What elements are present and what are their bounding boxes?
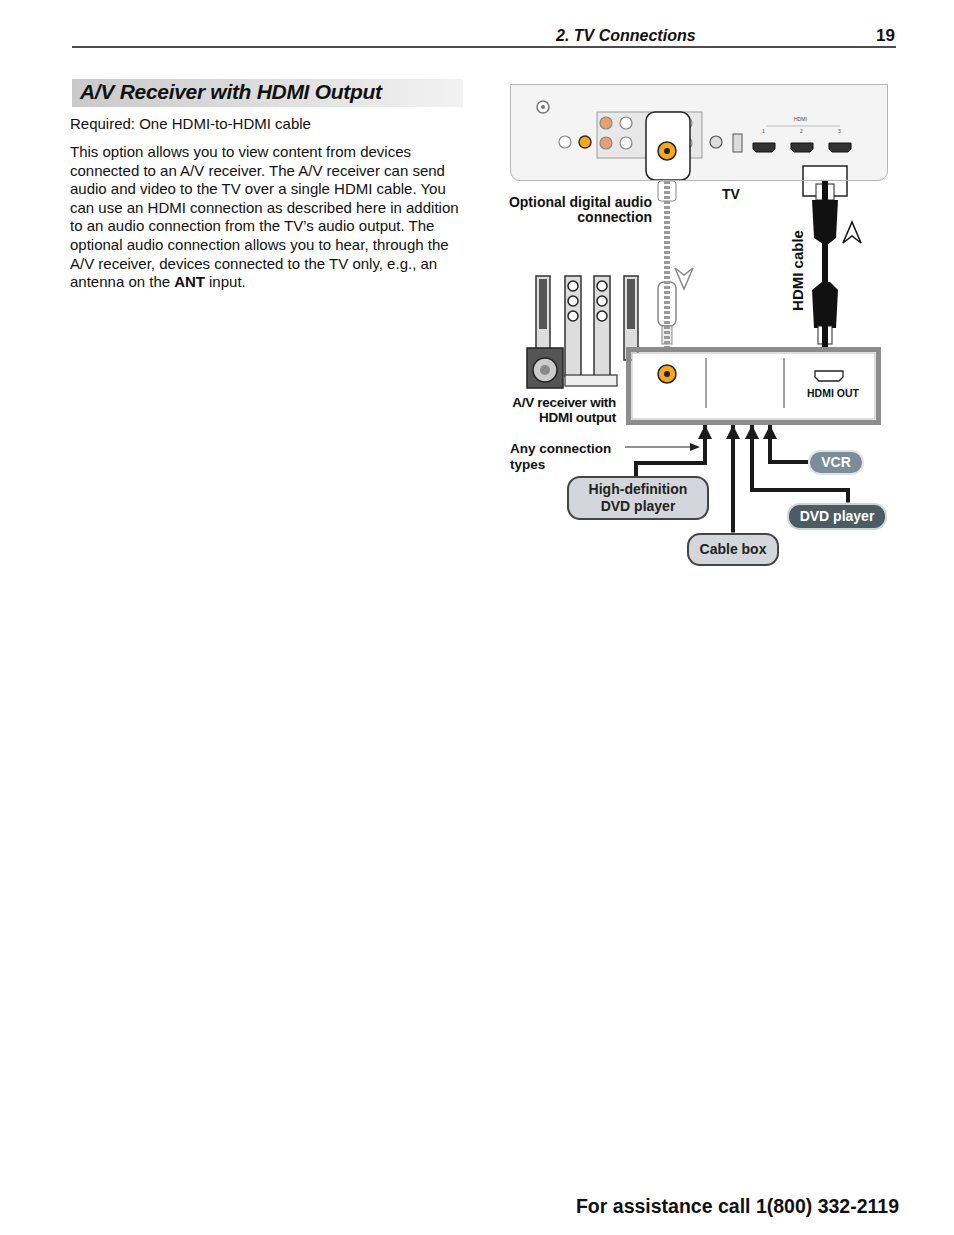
page-text: 19 [876, 26, 895, 46]
connector [770, 425, 808, 462]
speaker-driver [597, 311, 607, 321]
page-text: Required: One HDMI-to-HDMI cable [70, 115, 311, 132]
section-title: A/V Receiver with HDMI Output [80, 80, 382, 104]
tower-speaker [594, 276, 610, 376]
paragraph-text: input. [209, 273, 246, 290]
direction-chevron [675, 268, 693, 289]
rca-jack [620, 137, 632, 149]
coax-port [537, 101, 549, 113]
device-box: High-definition DVD player [567, 476, 709, 520]
outline [510, 84, 888, 181]
tv-panel: TV [510, 84, 888, 204]
device-box: VCR [808, 450, 864, 475]
small-receiver [565, 375, 617, 386]
subwoofer-cone [533, 358, 557, 382]
coax-pin [541, 105, 545, 109]
speaker-driver [568, 311, 578, 321]
speaker-grille [539, 279, 547, 329]
node-label: HDMI OUT [807, 387, 859, 399]
optical-plug [646, 112, 690, 180]
receiver-optical-core [664, 371, 670, 377]
direction-chevron [843, 222, 861, 243]
hdmi-port [753, 143, 775, 152]
subwoofer [527, 348, 563, 388]
digital-audio-jack [579, 136, 591, 148]
receiver-optical-jack [658, 365, 676, 383]
port-label: 3 [838, 128, 841, 134]
rca-jack [620, 117, 632, 129]
page-text: 2. TV Connections [556, 27, 696, 45]
rca-jack [600, 137, 612, 149]
panel-divider [784, 358, 785, 408]
header-rule [72, 46, 896, 48]
connector [636, 425, 705, 476]
speaker-grille [627, 279, 635, 329]
panel-divider [706, 358, 707, 408]
svideo-port [710, 136, 722, 148]
node-label: High-definition DVD player [580, 481, 696, 515]
speaker-driver [568, 281, 578, 291]
page-text: For assistance call 1(800) 332-2119 [576, 1195, 899, 1218]
port-label: 2 [800, 128, 803, 134]
receiver-hdmi-port [815, 371, 843, 381]
node-label: Cable box [700, 541, 767, 558]
speaker-driver [568, 296, 578, 306]
subwoofer-cap [540, 365, 550, 375]
connector [822, 181, 828, 347]
hdmi-bracket [766, 126, 840, 127]
device-box: Cable box [687, 533, 780, 566]
connector [731, 425, 735, 533]
paragraph-text: This option allows you to view content f… [70, 143, 459, 290]
paragraph-text: ANT [174, 273, 205, 290]
optical-plug-tip [658, 142, 676, 160]
port-label: HDMI [794, 116, 807, 122]
connector-label: Optional digital audio connection [508, 195, 652, 225]
tower-speaker [565, 276, 581, 376]
port-label: 1 [762, 128, 765, 134]
outline [626, 347, 881, 425]
title-band [72, 79, 463, 107]
node-label: A/V receiver with HDMI output [496, 395, 616, 425]
speaker-driver [597, 296, 607, 306]
connector [664, 181, 670, 347]
hdmi-port [829, 143, 851, 152]
usb-port [733, 134, 742, 152]
audio-jack [559, 136, 571, 148]
device-box: DVD player [787, 503, 888, 530]
hdmi-port [791, 143, 813, 152]
node-label: DVD player [800, 508, 875, 525]
speaker-driver [597, 281, 607, 291]
body-paragraph: This option allows you to view content f… [70, 143, 466, 292]
receiver-face [632, 353, 875, 419]
note-label: Any connection types [510, 441, 625, 473]
rca-jack [600, 117, 612, 129]
node-label: TV [722, 186, 740, 202]
leader-line [625, 447, 692, 448]
leader-arrowhead [690, 443, 700, 451]
optical-plug-core [664, 148, 670, 154]
node-label: VCR [821, 454, 851, 471]
receiver-box: A/V receiver with HDMI output HDMI OUT [496, 347, 881, 427]
connector-label: HDMI cable [788, 230, 805, 311]
